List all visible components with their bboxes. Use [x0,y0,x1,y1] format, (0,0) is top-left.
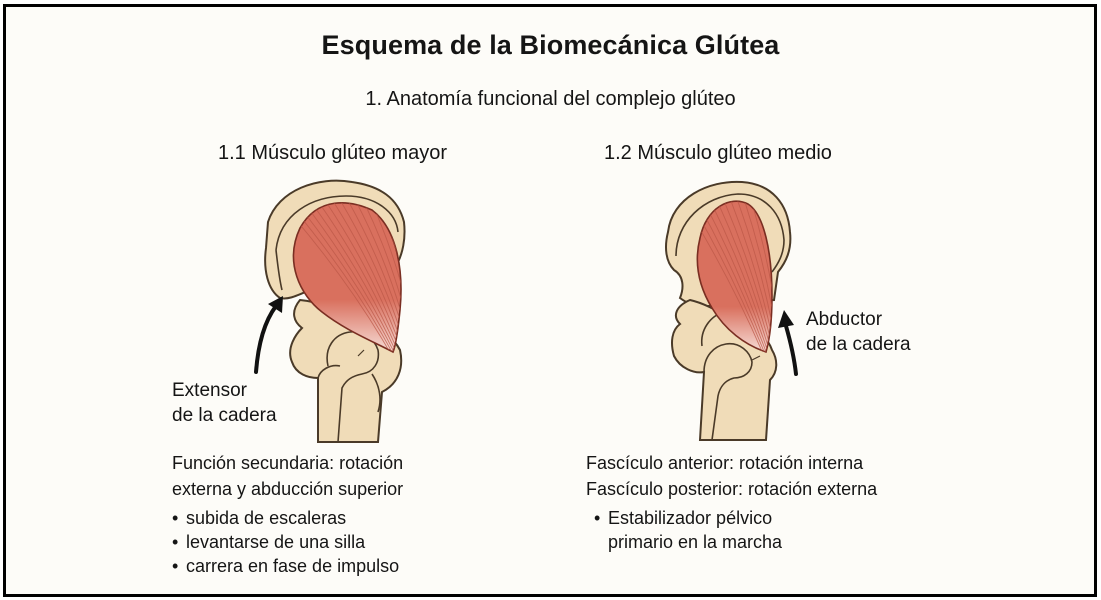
description-line: Función secundaria: rotación [172,453,404,473]
muscle-fiber-line [406,190,427,356]
list-item-text: Estabilizador pélvico [608,508,773,528]
abductor-label-line-2: de la cadera [806,334,911,355]
muscle-fiber-line [349,202,401,352]
list-item: • carrera en fase de impulso [172,554,403,578]
muscle-fiber-line [707,201,772,352]
gluteus-maximus-heading: 1.1 Músculo glúteo mayor [218,142,448,164]
gluteus-maximus-bullet-list: • subida de escaleras • levantarse de una … [172,506,403,578]
list-item-text: subida de escaleras [186,508,347,528]
muscle-fiber-line [317,202,401,352]
extensor-label: Extensor de la cadera [172,378,277,428]
description-line: externa y abducción superior [172,479,404,499]
list-item: • levantarse de una silla [172,530,403,554]
list-item: • Estabilizador pélvico primario en la mar… [594,506,877,554]
gluteus-medius-heading: 1.2 Músculo glúteo medio [604,142,832,164]
bullet-icon: • [172,508,179,528]
gluteus-medius-bullet-list: • Estabilizador pélvico primario en la mar… [594,506,877,554]
muscle-fiber-line [742,201,772,352]
muscle-fiber-line [301,202,401,352]
gluteus-medius-description: Fascículo anterior: rotación interna Fas… [586,450,877,554]
list-item-text: levantarse de una silla [186,532,366,552]
muscle-fiber-line [333,202,401,352]
bullet-icon: • [172,532,179,552]
page-title: Esquema de la Biomecánica Glútea [321,30,780,60]
muscle-fiber-line [749,201,772,352]
gluteus-maximus-muscle [292,190,427,356]
muscle-fiber-line [357,202,401,352]
description-line: Fascículo anterior: rotación interna [586,453,864,473]
extensor-label-line-2: de la cadera [172,405,277,426]
muscle-fiber-line [341,202,401,352]
list-item-text: carrera en fase de impulso [186,556,400,576]
muscle-fiber-line [309,202,401,352]
muscle-fiber-line [700,201,770,352]
extensor-label-line-1: Extensor [172,380,247,401]
diagram-frame [3,4,1097,597]
muscle-fiber-line [714,201,772,352]
list-item-text-continued: primario en la marcha [608,532,783,552]
bullet-icon: • [172,556,179,576]
abductor-label-line-1: Abductor [806,309,883,330]
abductor-label: Abductor de la cadera [806,307,911,357]
bullet-icon: • [594,508,601,528]
extension-arrow-icon [254,296,283,374]
muscle-fiber-line [735,201,772,352]
list-item: • subida de escaleras [172,506,403,530]
muscle-fiber-line [697,201,765,352]
abduction-arrow-icon [778,310,798,376]
section-title: 1. Anatomía funcional del complejo glúte… [365,88,736,110]
gluteus-medius-muscle [696,200,773,354]
description-line: Fascículo posterior: rotación externa [586,479,878,499]
muscle-fiber-line [293,202,393,352]
gluteus-maximus-description: Función secundaria: rotación externa y a… [172,450,403,578]
muscle-fiber-line [728,201,772,352]
